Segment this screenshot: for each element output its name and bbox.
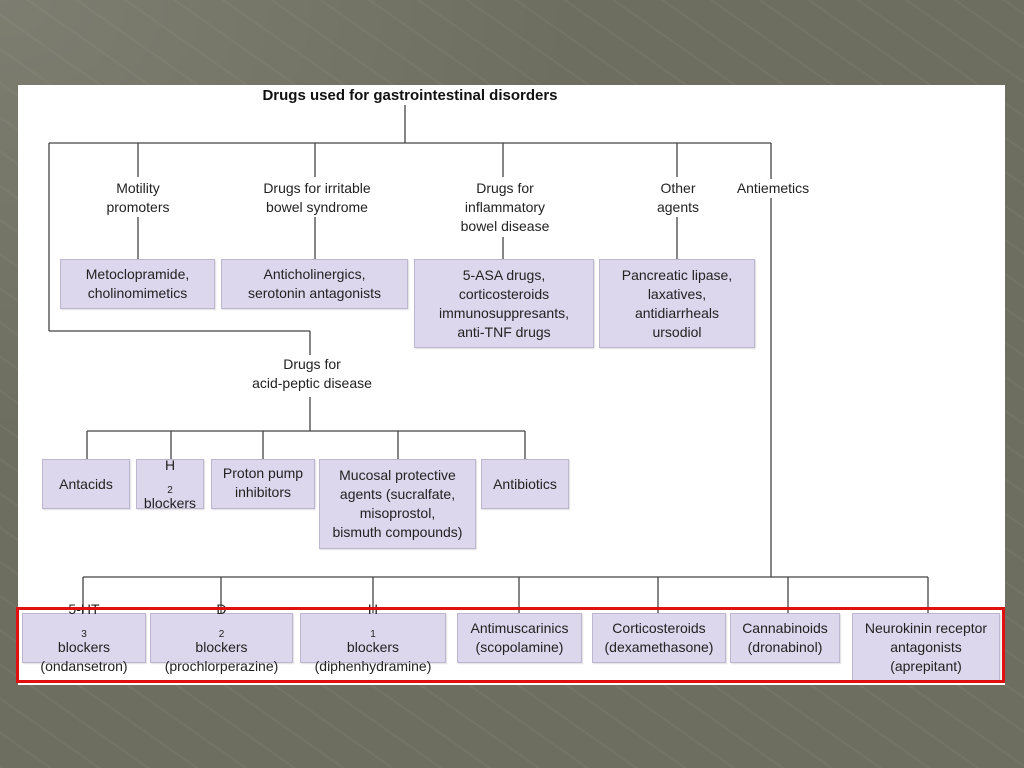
- diagram-canvas: Drugs used for gastrointestinal disorder…: [18, 85, 1005, 685]
- category-ibd-drugs: Drugs for inflammatory bowel disease: [443, 179, 567, 236]
- box-proton-pump-inhibitors: Proton pump inhibitors: [211, 459, 315, 509]
- h1-label-post: blockers: [346, 639, 400, 655]
- category-antiemetics: Antiemetics: [726, 179, 820, 198]
- category-motility-promoters: Motility promoters: [86, 179, 190, 217]
- ht3-label-sub: 3: [81, 628, 87, 640]
- box-ibd-drugs: 5-ASA drugs, corticosteroids immunosuppr…: [414, 259, 594, 348]
- box-antacids: Antacids: [42, 459, 130, 509]
- ht3-label-post: blockers: [57, 639, 111, 655]
- box-antibiotics: Antibiotics: [481, 459, 569, 509]
- box-h2-blockers: H 2 blockers: [136, 456, 204, 511]
- box-motility-drugs: Metoclopramide, cholinomimetics: [60, 259, 215, 309]
- h1-example: (diphenhydramine): [314, 658, 432, 674]
- box-cannabinoids: Cannabinoids (dronabinol): [730, 613, 840, 663]
- d2-label-post: blockers: [195, 639, 248, 655]
- connector-lines: [48, 105, 929, 613]
- box-antimuscarinics: Antimuscarinics (scopolamine): [457, 613, 582, 663]
- d2-example: (prochlorperazine): [164, 658, 279, 674]
- box-neurokinin-antagonists: Neurokinin receptor antagonists (aprepit…: [852, 613, 1000, 681]
- h2-label-base: H: [164, 456, 176, 473]
- box-corticosteroids: Corticosteroids (dexamethasone): [592, 613, 726, 663]
- diagram-title: Drugs used for gastrointestinal disorder…: [262, 87, 558, 104]
- category-other-agents: Other agents: [639, 179, 717, 217]
- box-mucosal-protective: Mucosal protective agents (sucralfate, m…: [319, 459, 476, 549]
- h2-label-rest: blockers: [143, 494, 197, 511]
- box-other-agents: Pancreatic lipase, laxatives, antidiarrh…: [599, 259, 755, 348]
- category-ibs-drugs: Drugs for irritable bowel syndrome: [240, 179, 394, 217]
- d2-label-sub: 2: [218, 628, 225, 640]
- h2-label-sub: 2: [167, 484, 173, 496]
- category-acid-peptic: Drugs for acid-peptic disease: [233, 355, 391, 393]
- antiemetics-highlight-frame: [16, 607, 1005, 683]
- ht3-example: (ondansetron): [40, 658, 128, 674]
- box-ibs-drugs: Anticholinergics, serotonin antagonists: [221, 259, 408, 309]
- h1-label-sub: 1: [370, 628, 376, 640]
